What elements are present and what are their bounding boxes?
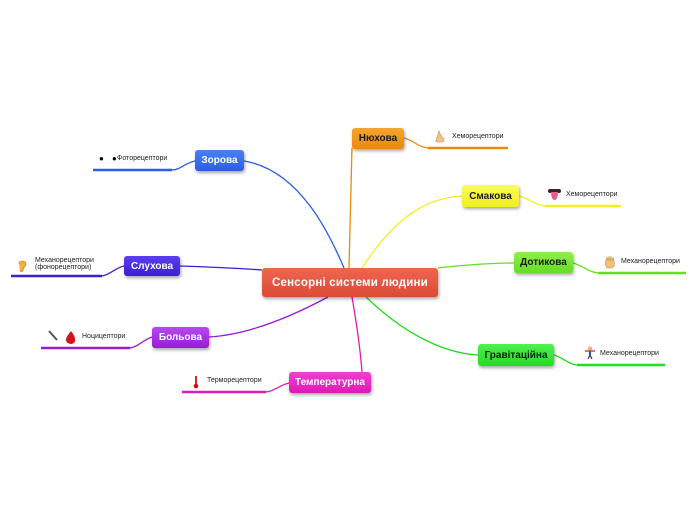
thermometer-icon [192,375,200,392]
connector-zorova [243,160,345,269]
branch-nuhova[interactable]: Нюхова [352,128,404,149]
branch-grav[interactable]: Гравітаційна [478,344,554,366]
leaf-zorova: Фоторецептори [117,155,168,162]
connector-temp [351,296,363,373]
connector-dotykova-leaf [572,262,599,274]
branch-dotykova[interactable]: Дотикова [514,252,573,273]
leaf-sluhova-line2: (фонорецептори) [35,264,92,271]
connector-bolova [208,296,329,338]
connector-dotykova [437,262,515,269]
ear-icon [17,259,28,275]
leaf-smakova: Хеморецептори [566,191,618,198]
connector-grav [365,296,479,356]
connector-sluhova-leaf [101,265,125,277]
knife-blood-icon [47,330,77,347]
leaf-bolova: Ноцицептори [82,333,126,340]
leaf-dotykova: Механорецептори [621,258,680,265]
branch-sluhova[interactable]: Слухова [124,256,180,276]
connector-grav-leaf [553,354,578,366]
connector-smakova-leaf [518,195,546,207]
connector-sluhova [179,265,263,271]
connector-smakova [361,195,463,269]
branch-smakova[interactable]: Смакова [462,185,519,207]
eyes-icon: ● ● [99,154,120,163]
leaf-sluhova-line1: Механорецептори [35,257,94,264]
tongue-icon [548,189,561,204]
connector-nuhova-leaf [403,137,429,149]
central-topic[interactable]: Сенсорні системи людини [262,268,438,297]
branch-temp[interactable]: Температурна [289,372,371,393]
leaf-temp: Терморецептори [207,377,262,384]
hand-icon [604,255,616,272]
branch-bolova[interactable]: Больова [152,327,209,348]
connector-bolova-leaf [129,336,153,349]
connector-zorova-leaf [171,160,196,171]
connector-temp-leaf [265,382,290,393]
leaf-nuhova: Хеморецептори [452,133,504,140]
nose-icon [434,129,446,146]
acrobat-icon [584,346,596,362]
leaf-grav: Механорецептори [600,350,659,357]
connector-nuhova [348,147,353,269]
branch-zorova[interactable]: Зорова [195,150,244,171]
